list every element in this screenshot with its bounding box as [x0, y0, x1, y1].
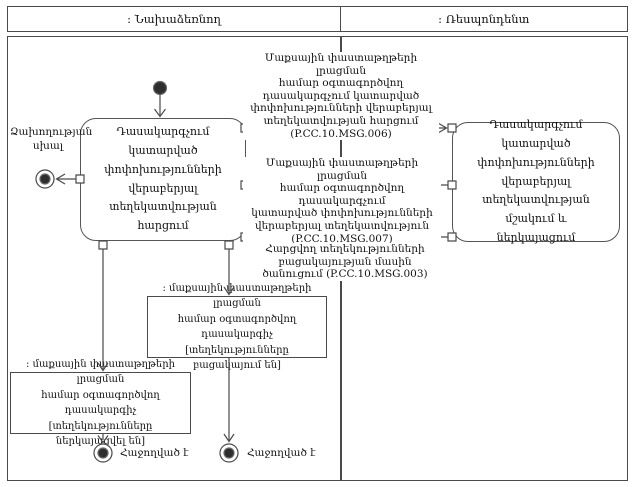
success-node-label-2: Հաջողված է: [247, 447, 316, 459]
lane-header-respondent: : Ռեսպոնդենտ: [339, 6, 628, 32]
lane-header-initiator: : Նախաձեռնող: [7, 6, 341, 32]
success-node-label-1: Հաջողված է: [120, 447, 189, 459]
